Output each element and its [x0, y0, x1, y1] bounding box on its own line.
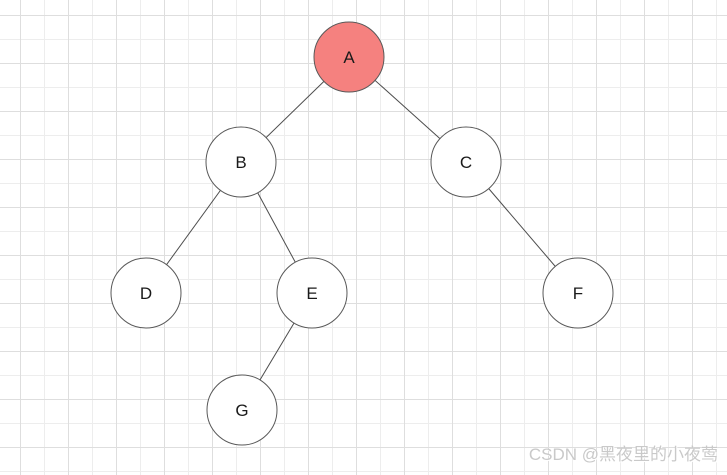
node-circle-A[interactable]	[313, 21, 385, 93]
node-circle-F[interactable]	[542, 257, 614, 329]
node-circle-B[interactable]	[205, 126, 277, 198]
node-label-D: D	[140, 284, 152, 303]
node-label-A: A	[343, 48, 355, 67]
node-label-C: C	[460, 153, 472, 172]
tree-node-B[interactable]: B	[205, 126, 277, 198]
tree-node-F[interactable]: F	[542, 257, 614, 329]
tree-node-C[interactable]: C	[430, 126, 502, 198]
watermark: CSDN @黑夜里的小夜莺	[528, 445, 718, 464]
node-circle-G[interactable]	[206, 374, 278, 446]
node-label-G: G	[235, 401, 248, 420]
tree-node-D[interactable]: D	[110, 257, 182, 329]
node-label-E: E	[306, 284, 317, 303]
node-circle-D[interactable]	[110, 257, 182, 329]
node-label-F: F	[573, 284, 583, 303]
node-circle-C[interactable]	[430, 126, 502, 198]
tree-node-G[interactable]: G	[206, 374, 278, 446]
tree-node-E[interactable]: E	[276, 257, 348, 329]
node-circle-E[interactable]	[276, 257, 348, 329]
node-label-B: B	[235, 153, 246, 172]
tree-node-A[interactable]: A	[313, 21, 385, 93]
